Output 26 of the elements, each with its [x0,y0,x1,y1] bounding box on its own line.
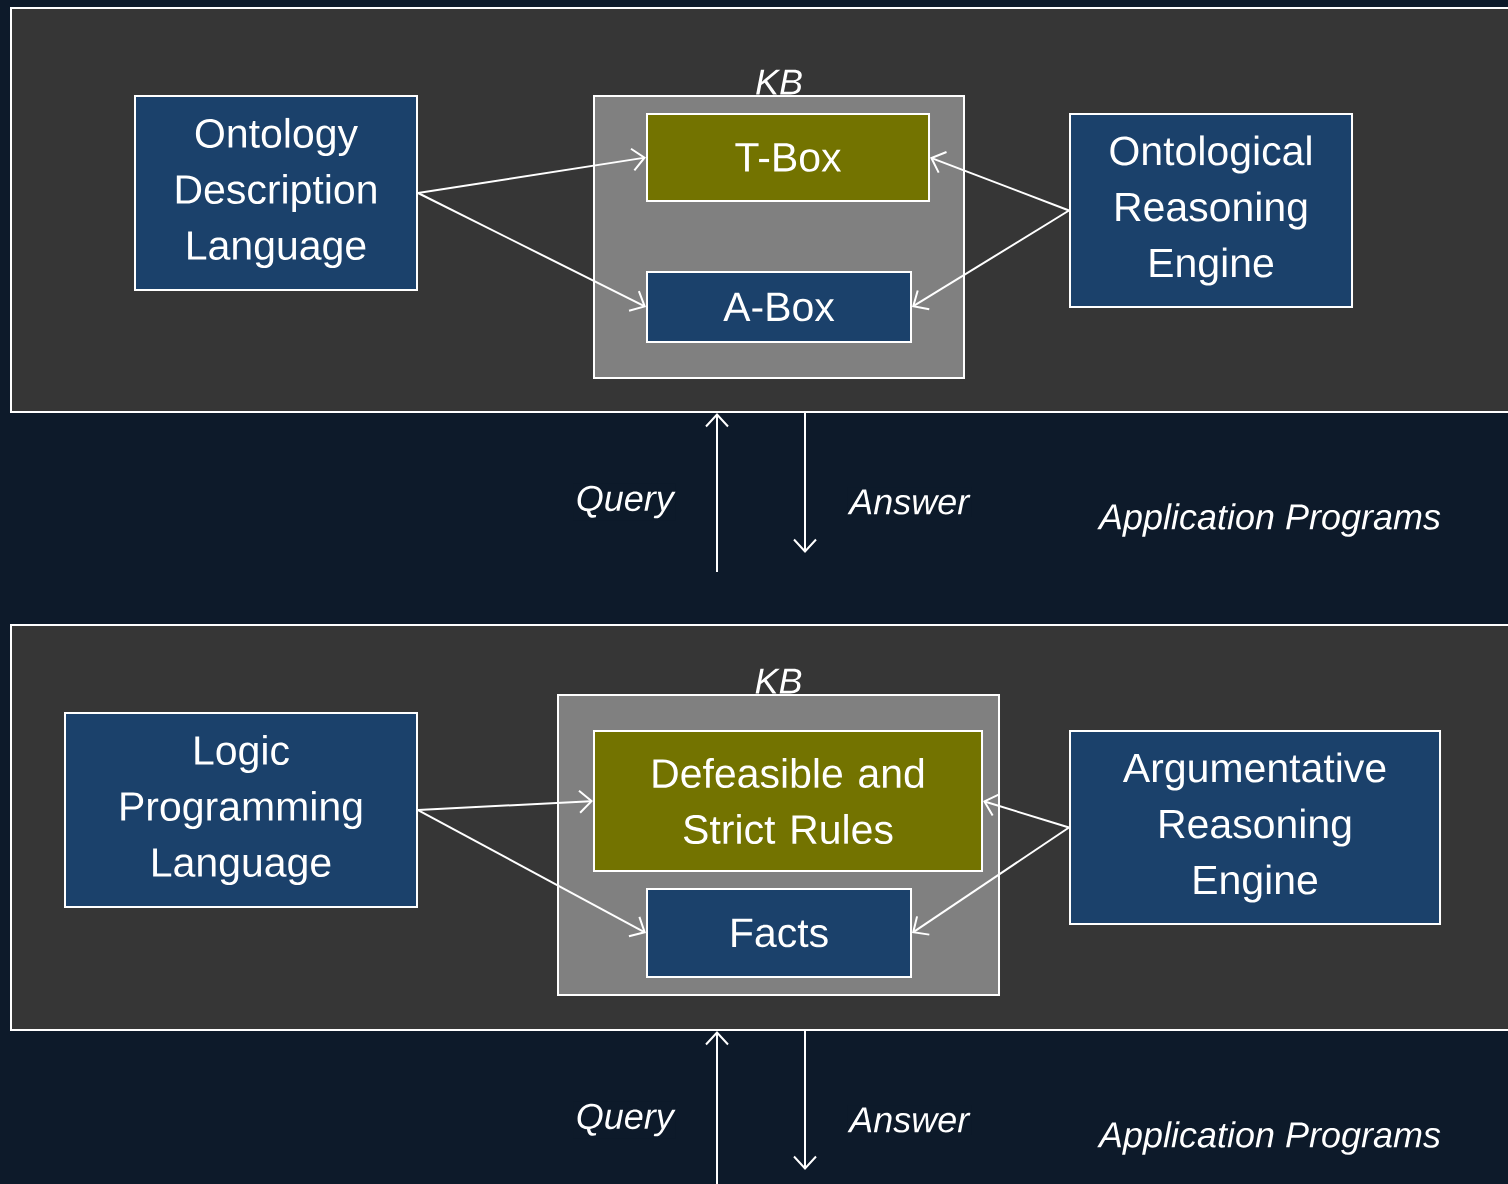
arrow [417,789,593,814]
arrow [417,147,646,194]
process-box: A-Box [646,271,912,343]
box-heading: KB [756,69,802,95]
process-box: Facts [646,888,912,978]
arrow [417,192,646,312]
arrow [793,1030,817,1170]
process-box: Logic Programming Language [64,712,418,908]
arrow [705,413,729,573]
process-box: Ontology Description Language [134,95,418,291]
edge-label: Query [573,1101,676,1139]
layer-label: Application Programs [1097,503,1441,537]
process-box: Argumentative Reasoning Engine [1069,730,1441,925]
edge-label: Query [573,483,676,521]
arrow [705,1031,729,1184]
layer-label: Application Programs [1097,1121,1441,1155]
box-heading: KB [755,668,802,694]
arrow [983,793,1070,829]
arrow [912,209,1070,311]
edge-label: Answer [847,487,972,517]
process-box: Ontological Reasoning Engine [1069,113,1353,308]
arrow [793,412,817,553]
arrow [930,151,1070,212]
edge-label: Answer [847,1105,972,1135]
arrow [417,809,646,938]
arrow [912,826,1070,936]
